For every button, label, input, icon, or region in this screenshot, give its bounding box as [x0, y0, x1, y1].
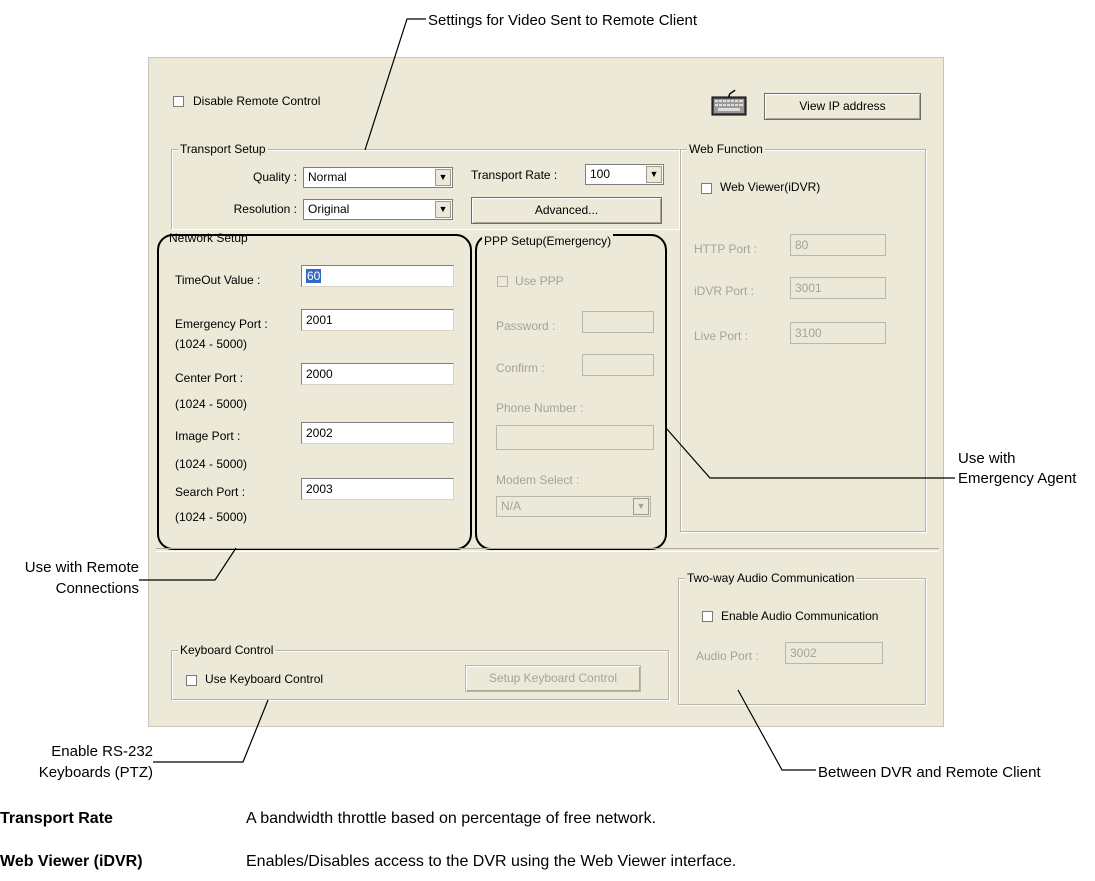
transport-setup-title: Transport Setup: [178, 142, 268, 156]
chevron-down-icon[interactable]: ▼: [633, 498, 649, 515]
live-port-field[interactable]: 3100: [790, 322, 886, 344]
callout-emergency-agent: Emergency Agent: [958, 470, 1077, 487]
view-ip-address-button[interactable]: View IP address: [764, 93, 921, 120]
callout-use-with: Use with: [958, 450, 1016, 467]
password-label: Password :: [496, 319, 556, 333]
image-port-range: (1024 - 5000): [175, 457, 248, 471]
enable-audio-label: Enable Audio Communication: [721, 609, 879, 623]
http-port-field[interactable]: 80: [790, 234, 886, 256]
callout-enable-rs232: Enable RS-232: [51, 743, 153, 760]
network-setup-highlight: [157, 234, 472, 550]
enable-audio-checkbox[interactable]: [702, 611, 713, 622]
web-function-title: Web Function: [687, 142, 765, 156]
definition-description: Enables/Disables access to the DVR using…: [246, 853, 737, 870]
timeout-field[interactable]: 60: [301, 265, 454, 287]
ppp-setup-title: PPP Setup(Emergency): [482, 234, 614, 248]
center-port-field[interactable]: 2000: [301, 363, 454, 385]
quality-select[interactable]: Normal ▼: [303, 167, 453, 188]
audio-title: Two-way Audio Communication: [685, 571, 857, 585]
transport-rate-value: 100: [590, 167, 611, 181]
emergency-port-range: (1024 - 5000): [175, 337, 248, 351]
timeout-label: TimeOut Value :: [175, 273, 261, 287]
emergency-port-field[interactable]: 2001: [301, 309, 454, 331]
use-ppp-label: Use PPP: [515, 274, 564, 288]
keyboard-group: Keyboard Control: [171, 643, 669, 700]
web-viewer-checkbox[interactable]: [701, 183, 712, 194]
quality-label: Quality :: [252, 170, 297, 184]
callout-settings-video: Settings for Video Sent to Remote Client: [428, 12, 698, 29]
chevron-down-icon[interactable]: ▼: [435, 169, 451, 186]
web-viewer-label: Web Viewer(iDVR): [720, 180, 821, 194]
audio-port-label: Audio Port :: [696, 649, 759, 663]
disable-remote-control-checkbox[interactable]: [173, 96, 184, 107]
image-port-field[interactable]: 2002: [301, 422, 454, 444]
definition-term: Web Viewer (iDVR): [0, 853, 143, 870]
callout-connections: Connections: [55, 580, 139, 597]
image-port-label: Image Port :: [175, 429, 241, 443]
password-field[interactable]: [582, 311, 654, 333]
keyboard-title: Keyboard Control: [178, 643, 276, 657]
search-port-label: Search Port :: [175, 485, 246, 499]
resolution-value: Original: [308, 202, 350, 216]
use-keyboard-label: Use Keyboard Control: [205, 672, 324, 686]
confirm-field[interactable]: [582, 354, 654, 376]
quality-value: Normal: [308, 170, 347, 184]
chevron-down-icon[interactable]: ▼: [435, 201, 451, 218]
definition-description: A bandwidth throttle based on percentage…: [246, 810, 657, 827]
remote-settings-dialog: Disable Remote Control View IP address T…: [148, 57, 944, 727]
setup-keyboard-button[interactable]: Setup Keyboard Control: [465, 665, 641, 692]
center-port-label: Center Port :: [175, 371, 244, 385]
modem-select-label: Modem Select :: [496, 473, 580, 487]
search-port-range: (1024 - 5000): [175, 510, 248, 524]
resolution-select[interactable]: Original ▼: [303, 199, 453, 220]
use-ppp-checkbox[interactable]: [497, 276, 508, 287]
transport-rate-label: Transport Rate :: [471, 168, 558, 182]
resolution-label: Resolution :: [233, 202, 297, 216]
web-function-group: Web Function: [680, 142, 926, 532]
emergency-port-label: Emergency Port :: [175, 317, 268, 331]
disable-remote-control-label: Disable Remote Control: [193, 94, 321, 108]
use-keyboard-checkbox[interactable]: [186, 675, 197, 686]
keyboard-icon: [711, 89, 747, 116]
http-port-label: HTTP Port :: [694, 242, 758, 256]
timeout-value: 60: [306, 269, 322, 283]
callout-use-with-remote: Use with Remote: [24, 559, 139, 576]
idvr-port-field[interactable]: 3001: [790, 277, 886, 299]
divider: [156, 548, 939, 552]
audio-group: Two-way Audio Communication: [678, 571, 926, 705]
search-port-field[interactable]: 2003: [301, 478, 454, 500]
chevron-down-icon[interactable]: ▼: [646, 166, 662, 183]
phone-number-field[interactable]: [496, 425, 654, 450]
callout-keyboards-ptz: Keyboards (PTZ): [38, 764, 153, 781]
center-port-range: (1024 - 5000): [175, 397, 248, 411]
phone-number-label: Phone Number :: [496, 401, 584, 415]
advanced-button[interactable]: Advanced...: [471, 197, 662, 224]
modem-value: N/A: [501, 499, 522, 513]
modem-select[interactable]: N/A ▼: [496, 496, 651, 517]
definition-term: Transport Rate: [0, 810, 113, 827]
live-port-label: Live Port :: [694, 329, 749, 343]
audio-port-field[interactable]: 3002: [785, 642, 883, 664]
idvr-port-label: iDVR Port :: [694, 284, 755, 298]
transport-rate-select[interactable]: 100 ▼: [585, 164, 664, 185]
callout-between-dvr: Between DVR and Remote Client: [818, 764, 1041, 781]
confirm-label: Confirm :: [496, 361, 545, 375]
